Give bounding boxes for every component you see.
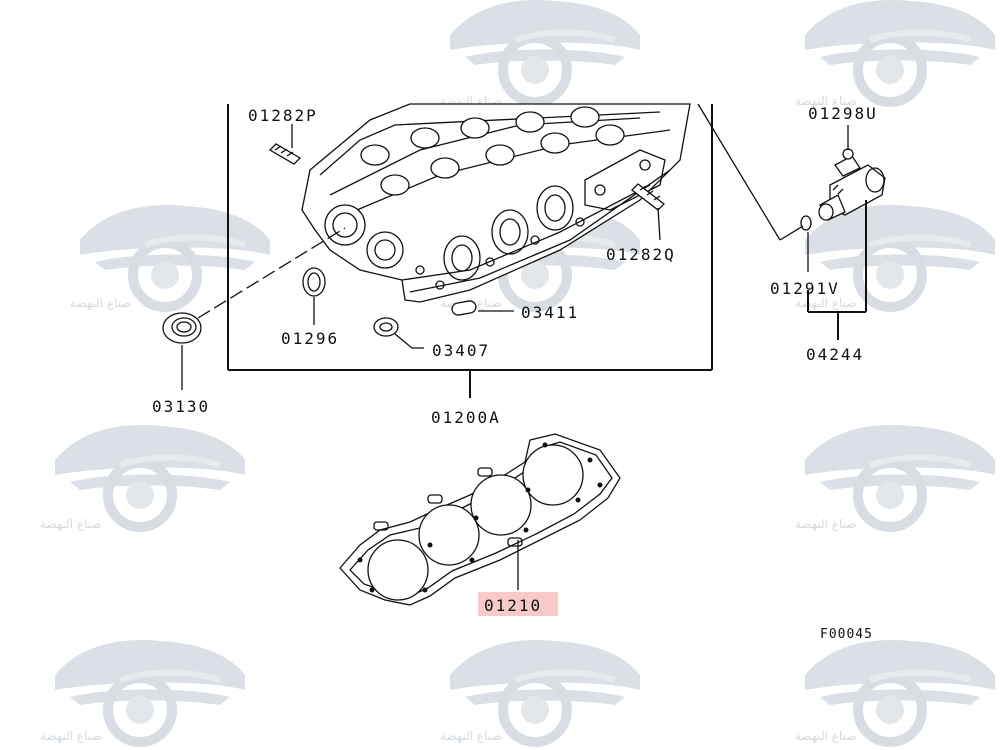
stud-01282q bbox=[631, 183, 665, 211]
watermark-text: صناع النهضة bbox=[795, 729, 856, 743]
cylinder-head-drawing bbox=[301, 103, 691, 303]
label-01291v: 01291V bbox=[770, 279, 840, 298]
label-03130: 03130 bbox=[152, 397, 210, 416]
watermark-text: صناع النهضة bbox=[40, 517, 101, 531]
car-logo-watermark-icon bbox=[450, 0, 640, 102]
car-logo-watermark-icon bbox=[55, 425, 245, 527]
watermark-text: صناع النهضة bbox=[70, 296, 131, 310]
gasket-03411 bbox=[451, 300, 477, 316]
car-logo-watermark-icon bbox=[55, 640, 245, 742]
label-01282p: 01282P bbox=[248, 106, 318, 125]
label-03411: 03411 bbox=[521, 303, 579, 322]
watermark-text: صناع النهضة bbox=[795, 94, 856, 108]
ocv-leader-lines bbox=[697, 103, 867, 340]
seal-01296 bbox=[302, 267, 326, 297]
head-gasket-drawing bbox=[339, 433, 621, 606]
label-01296: 01296 bbox=[281, 329, 339, 348]
gasket-03407 bbox=[373, 317, 399, 337]
part-labels: 01282P 01282Q 01296 03411 03407 03130 01… bbox=[152, 104, 878, 642]
figure-code: F00045 bbox=[820, 627, 873, 642]
label-01282q: 01282Q bbox=[606, 245, 676, 264]
label-01298u: 01298U bbox=[808, 104, 878, 123]
watermark-text: صناع النهضة bbox=[440, 729, 501, 743]
car-logo-watermark-icon bbox=[805, 0, 995, 102]
watermark-text: صناع النهضة bbox=[795, 296, 856, 310]
label-highlight bbox=[478, 592, 558, 616]
stud-01282p bbox=[268, 143, 302, 165]
leader-lines bbox=[181, 124, 661, 390]
oil-control-valve-drawing bbox=[800, 148, 886, 231]
watermark-text: صناع النهضة bbox=[40, 729, 101, 743]
cylinder-head-assembly-box bbox=[227, 104, 713, 398]
car-logo-watermark-icon bbox=[805, 425, 995, 527]
label-01210[interactable]: 01210 bbox=[484, 596, 542, 615]
label-04244: 04244 bbox=[806, 345, 864, 364]
label-03407: 03407 bbox=[432, 341, 490, 360]
oil-seal-03130 bbox=[162, 312, 202, 344]
car-logo-watermark-icon bbox=[450, 640, 640, 742]
label-01200a: 01200A bbox=[431, 408, 501, 427]
watermark-text: صناع النهضة bbox=[795, 517, 856, 531]
car-logo-watermark-icon bbox=[805, 640, 995, 742]
